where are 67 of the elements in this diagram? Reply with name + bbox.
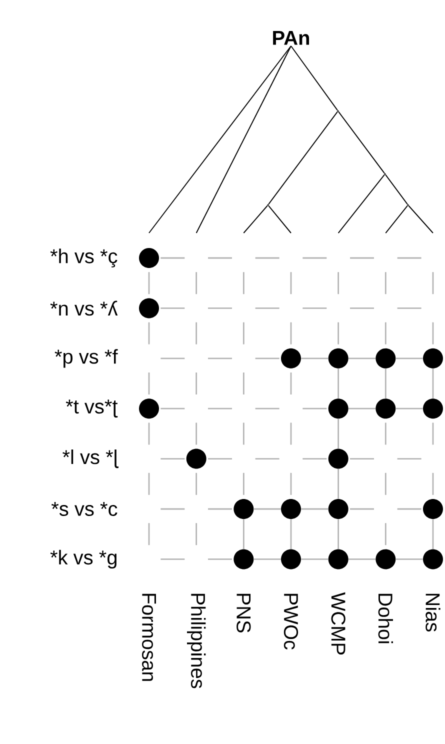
tree-branch: [338, 174, 385, 234]
dot: [281, 499, 301, 519]
tree-branch: [338, 111, 385, 174]
grid-connector: [254, 558, 281, 560]
row-label: *l vs *ɭ: [62, 449, 118, 468]
tree-branch: [268, 205, 292, 234]
grid-connector: [338, 469, 340, 499]
dot: [281, 348, 301, 368]
tree-branch: [243, 205, 268, 234]
tree-branch: [148, 46, 292, 234]
dot: [422, 499, 443, 519]
grid-connector: [338, 368, 340, 398]
grid-connector: [242, 519, 244, 549]
grid-connector: [348, 358, 376, 360]
tree-branch: [290, 46, 338, 111]
dot: [186, 448, 206, 469]
tree-branch: [196, 46, 292, 234]
column-label: Formosan: [142, 594, 156, 681]
dot: [328, 348, 348, 368]
dot: [328, 448, 348, 469]
dot: [376, 398, 396, 419]
row-label: *t vs*ʈ: [66, 400, 118, 418]
dot: [234, 549, 254, 570]
grid-connector: [384, 368, 386, 398]
row-label: *k vs *g: [50, 550, 116, 569]
dot: [139, 248, 159, 268]
dot: [328, 549, 348, 570]
grid-connector: [396, 408, 423, 410]
grid-connector: [432, 519, 434, 549]
dot: [376, 348, 396, 368]
grid-connector: [348, 408, 376, 410]
dot: [281, 549, 301, 570]
dot: [422, 398, 443, 419]
column-label: Dohoi: [378, 594, 393, 644]
dot: [376, 549, 396, 570]
dot: [139, 298, 159, 318]
dot: [234, 499, 254, 519]
tree-branch: [385, 174, 408, 205]
tree-branch: [385, 205, 408, 234]
tree-branch: [408, 205, 434, 234]
row-label: *s vs *c: [51, 502, 118, 516]
grid-connector: [301, 508, 328, 510]
column-label: WCMP: [331, 592, 346, 654]
tree-branch: [268, 111, 338, 205]
grid-connector: [301, 558, 328, 560]
grid-connector: [254, 508, 281, 510]
grid-connector: [290, 519, 292, 549]
column-label: PNS: [236, 594, 251, 632]
column-label: Nias: [426, 594, 440, 632]
grid-connector: [348, 558, 376, 560]
row-label: *h vs *ç: [50, 248, 118, 268]
root-label: PAn: [273, 31, 310, 45]
grid-connector: [432, 368, 434, 398]
grid-connector: [301, 358, 328, 360]
grid-connector: [396, 358, 423, 360]
dot: [422, 348, 443, 368]
grid-connector: [396, 558, 423, 560]
dot: [328, 398, 348, 419]
grid-connector: [338, 418, 340, 449]
row-label: *n vs *ʎ: [50, 300, 118, 316]
dot: [139, 398, 159, 419]
column-label: PWOc: [284, 594, 298, 650]
row-label: *p vs *f: [54, 349, 118, 368]
column-label: Philippines: [187, 594, 206, 688]
grid-connector: [338, 519, 340, 549]
dot: [328, 499, 348, 519]
dot: [422, 549, 443, 570]
